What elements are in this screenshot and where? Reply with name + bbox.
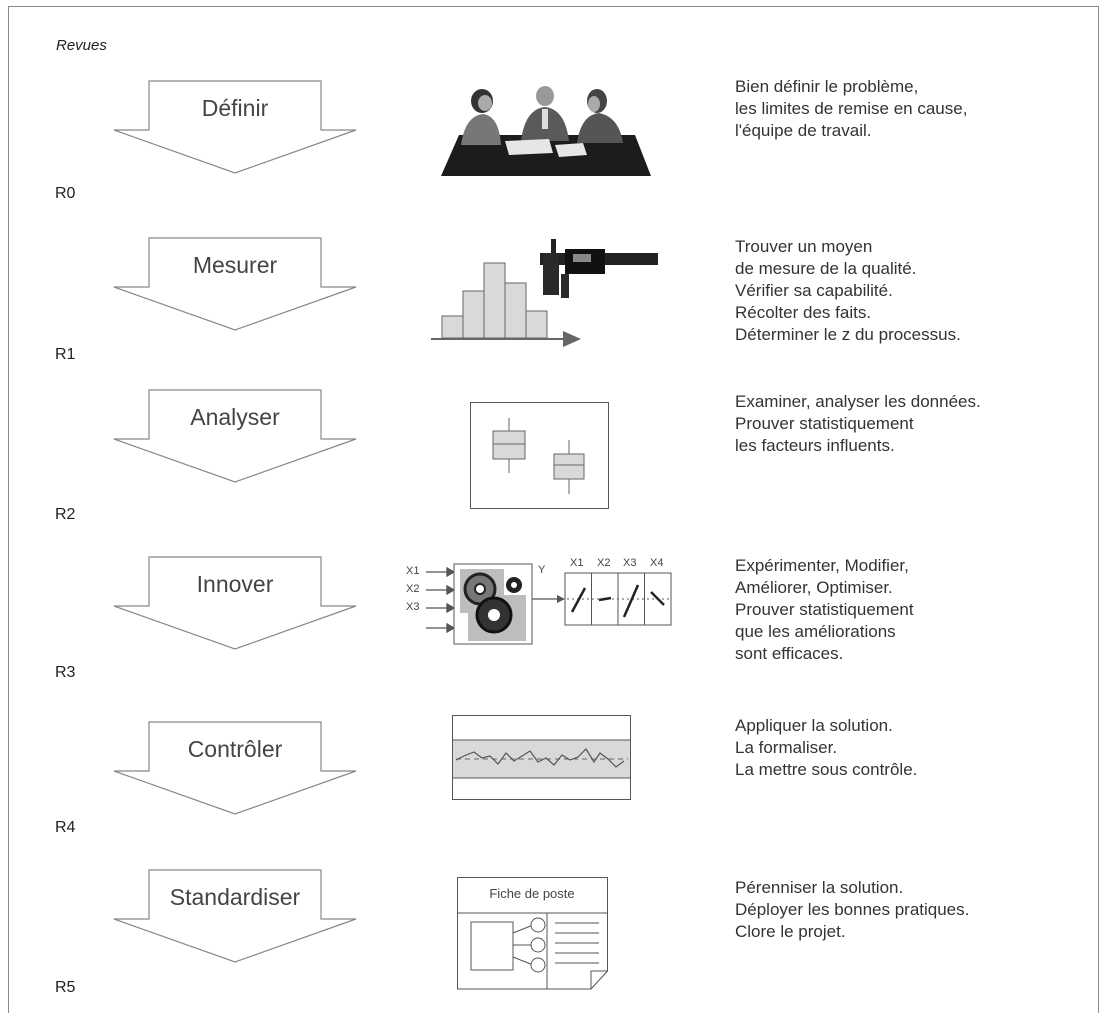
review-label-r0: R0 — [55, 185, 76, 202]
review-label-r1: R1 — [55, 346, 76, 363]
process-factors-illustration: X1 X2 X3 Y X1 X2 X3 X4 — [402, 555, 680, 655]
description-line: Améliorer, Optimiser. — [735, 578, 893, 597]
frame-top-border — [8, 6, 1099, 7]
description-line: Prouver statistiquement — [735, 414, 914, 433]
step-description-controler: Appliquer la solution. La formaliser. La… — [735, 715, 917, 781]
down-arrow-shape — [113, 556, 357, 650]
histogram-caliper-illustration — [425, 236, 663, 356]
step-description-analyser: Examiner, analyser les données. Prouver … — [735, 391, 981, 457]
input-label-x2: X2 — [406, 583, 420, 595]
phase-arrow-standardiser: Standardiser — [113, 869, 357, 965]
description-line: Clore le projet. — [735, 922, 846, 941]
phase-arrow-definir: Définir — [113, 80, 357, 176]
description-line: Prouver statistiquement — [735, 600, 914, 619]
phase-arrow-innover: Innover — [113, 556, 357, 652]
description-line: de mesure de la qualité. — [735, 259, 917, 278]
factor-label-x4: X4 — [650, 557, 664, 569]
phase-arrow-controler: Contrôler — [113, 721, 357, 817]
review-label-r4: R4 — [55, 819, 76, 836]
description-line: Vérifier sa capabilité. — [735, 281, 893, 300]
input-label-x3: X3 — [406, 601, 420, 613]
description-line: les limites de remise en cause, — [735, 99, 968, 118]
phase-label: Définir — [201, 95, 269, 121]
factor-label-x3: X3 — [623, 557, 637, 569]
description-line: Bien définir le problème, — [735, 77, 919, 96]
description-line: La mettre sous contrôle. — [735, 760, 918, 779]
input-label-x1: X1 — [406, 565, 420, 577]
phase-arrow-analyser: Analyser — [113, 389, 357, 485]
down-arrow-shape — [113, 80, 357, 174]
description-line: sont efficaces. — [735, 644, 844, 663]
phase-label: Analyser — [190, 404, 280, 430]
description-line: que les améliorations — [735, 622, 896, 641]
review-label-r5: R5 — [55, 979, 76, 996]
phase-label: Contrôler — [187, 736, 283, 762]
down-arrow-shape — [113, 237, 357, 331]
step-description-innover: Expérimenter, Modifier, Améliorer, Optim… — [735, 555, 914, 665]
description-line: l'équipe de travail. — [735, 121, 872, 140]
control-chart-illustration — [452, 715, 632, 806]
revues-label: Revues — [56, 37, 107, 54]
phase-label: Innover — [196, 571, 274, 597]
description-line: Appliquer la solution. — [735, 716, 893, 735]
team-meeting-illustration — [437, 83, 653, 183]
job-sheet-illustration: Fiche de poste — [457, 877, 609, 990]
job-sheet-title: Fiche de poste — [489, 886, 575, 901]
description-line: Trouver un moyen — [735, 237, 873, 256]
phase-label: Mesurer — [192, 252, 278, 278]
factor-label-x2: X2 — [597, 557, 611, 569]
down-arrow-shape — [113, 389, 357, 483]
output-label-y: Y — [538, 564, 546, 576]
review-label-r2: R2 — [55, 506, 76, 523]
description-line: La formaliser. — [735, 738, 838, 757]
down-arrow-shape — [113, 869, 357, 963]
boxplot-illustration — [470, 402, 610, 515]
description-line: Déterminer le z du processus. — [735, 325, 961, 344]
factor-label-x1: X1 — [570, 557, 584, 569]
step-description-definir: Bien définir le problème, les limites de… — [735, 76, 967, 142]
review-label-r3: R3 — [55, 664, 76, 681]
step-description-mesurer: Trouver un moyen de mesure de la qualité… — [735, 236, 961, 346]
description-line: Expérimenter, Modifier, — [735, 556, 909, 575]
description-line: Récolter des faits. — [735, 303, 872, 322]
description-line: les facteurs influents. — [735, 436, 895, 455]
down-arrow-shape — [113, 721, 357, 815]
frame-left-border — [8, 6, 9, 1013]
step-description-standardiser: Pérenniser la solution. Déployer les bon… — [735, 877, 969, 943]
description-line: Pérenniser la solution. — [735, 878, 904, 897]
phase-arrow-mesurer: Mesurer — [113, 237, 357, 333]
phase-label: Standardiser — [169, 884, 301, 910]
description-line: Déployer les bonnes pratiques. — [735, 900, 970, 919]
description-line: Examiner, analyser les données. — [735, 392, 981, 411]
